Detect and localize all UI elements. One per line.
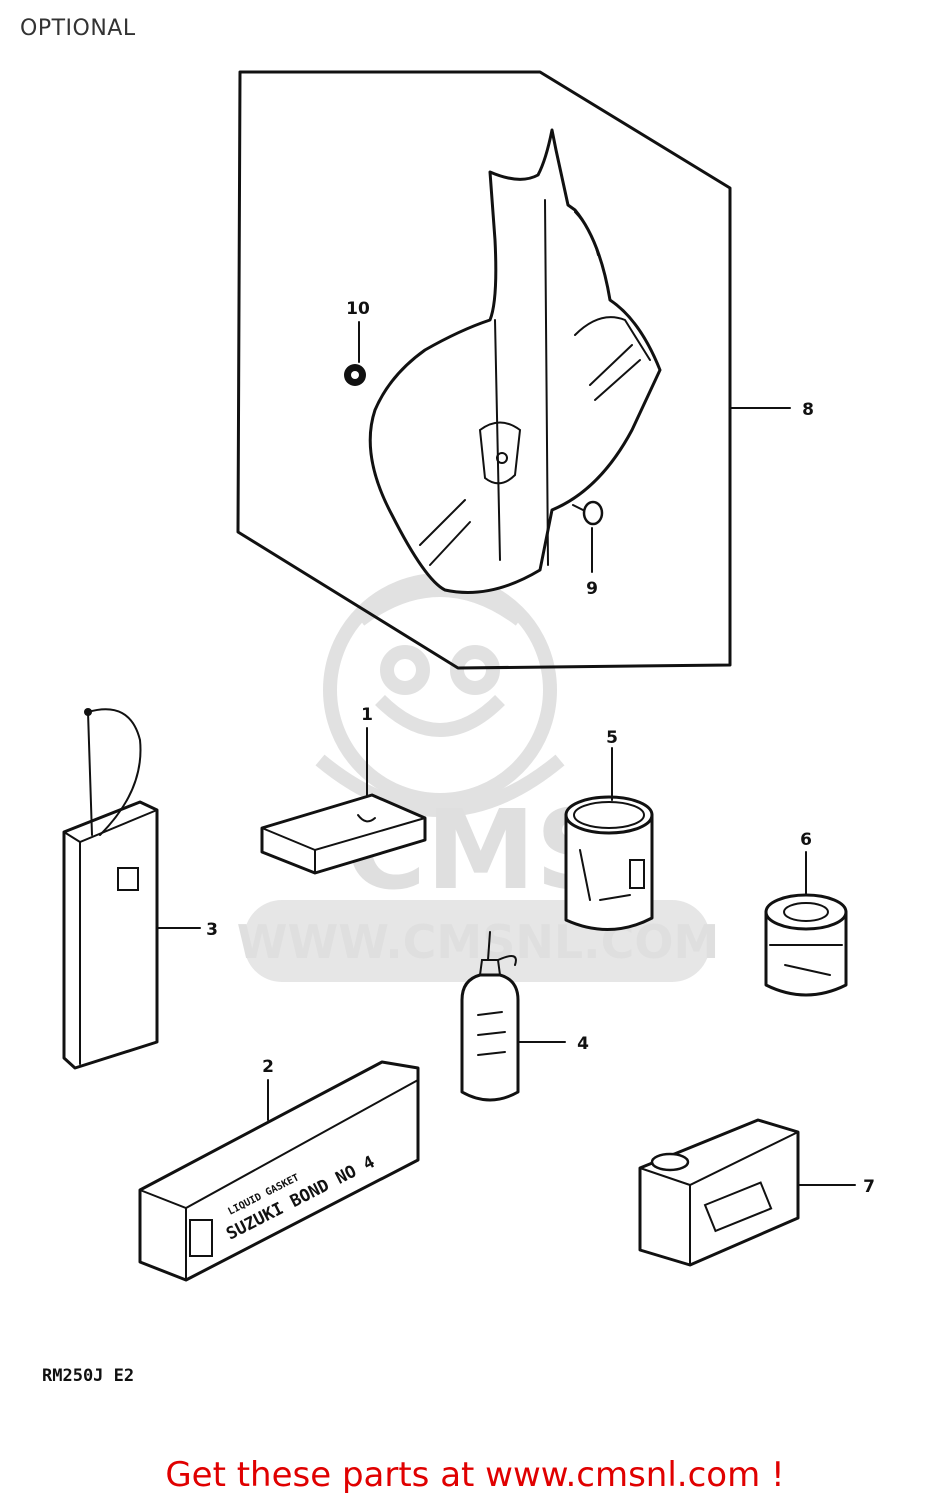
callout-6: 6 xyxy=(800,830,812,850)
callout-9: 9 xyxy=(586,579,598,599)
part-4-bottle xyxy=(460,931,520,1102)
footer-link[interactable]: Get these parts at www.cmsnl.com ! xyxy=(165,1455,785,1495)
part-10-grommet xyxy=(344,364,366,386)
callout-3: 3 xyxy=(206,920,218,940)
part-1-box xyxy=(260,793,427,875)
watermark-url: WWW.CMSNL.COM xyxy=(237,915,720,969)
watermark-mascot xyxy=(315,573,565,817)
part-3-tool-bag xyxy=(62,708,159,1070)
assembly-frame xyxy=(236,70,732,670)
part-9-bolt xyxy=(572,500,604,526)
callout-1: 1 xyxy=(361,705,373,725)
callout-leaders xyxy=(156,321,856,1186)
callout-2: 2 xyxy=(262,1057,274,1077)
model-code: RM250J E2 xyxy=(42,1366,134,1386)
part-5-can xyxy=(564,795,654,931)
part-8-shroud xyxy=(368,128,662,594)
part-7-oil-tin xyxy=(638,1118,800,1267)
part-6-small-can xyxy=(764,893,848,997)
part-2-bond-box: LIQUID GASKET SUZUKI BOND NO 4 xyxy=(138,1060,420,1282)
page-title: OPTIONAL xyxy=(20,16,136,41)
callout-8: 8 xyxy=(802,400,814,420)
callout-5: 5 xyxy=(606,728,618,748)
callout-10: 10 xyxy=(346,299,370,319)
callout-7: 7 xyxy=(863,1177,875,1197)
callout-4: 4 xyxy=(577,1034,589,1054)
